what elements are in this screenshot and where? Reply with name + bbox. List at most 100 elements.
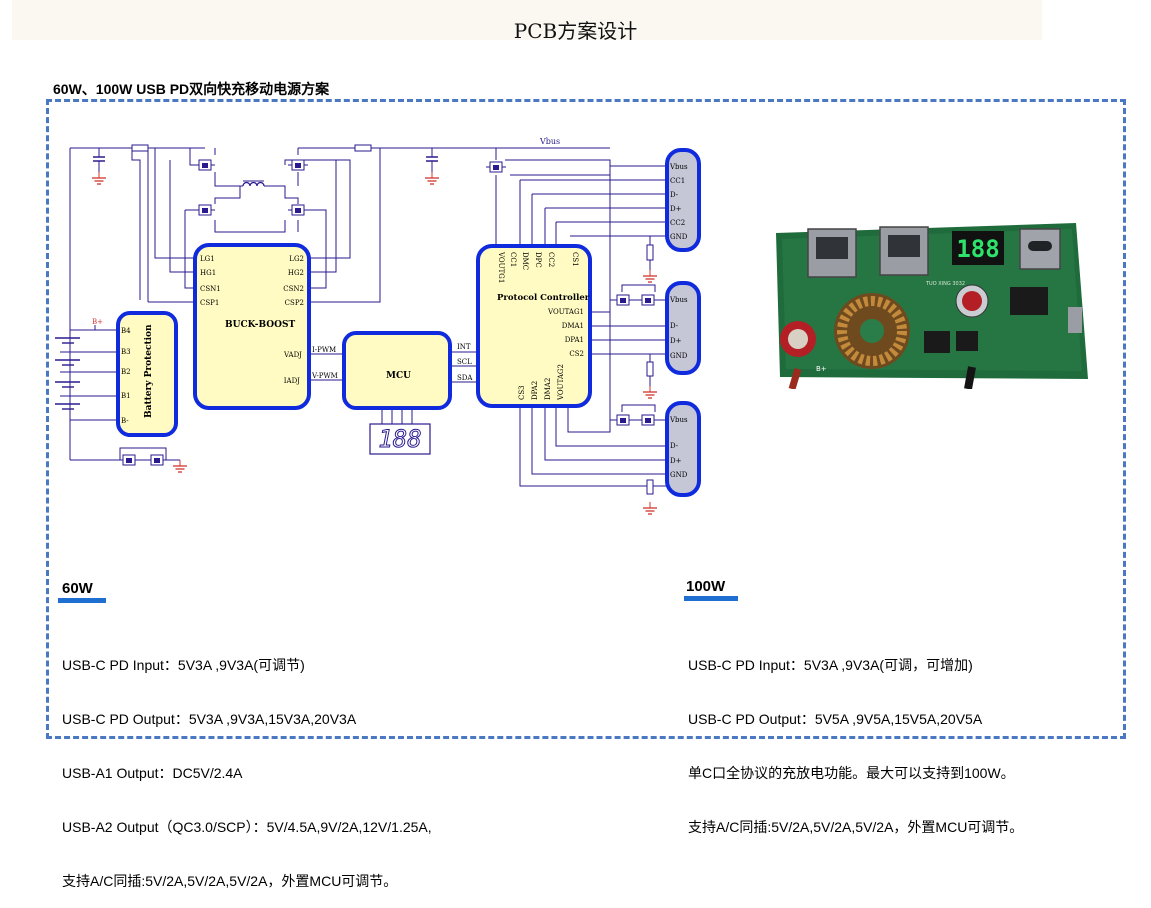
spec-60w: USB-C PD Input：5V3A ,9V3A(可调节) USB-C PD … bbox=[62, 620, 432, 908]
pin-b1: B1 bbox=[121, 392, 131, 400]
spec-100w-line: 支持A/C同插:5V/2A,5V/2A,5V/2A，外置MCU可调节。 bbox=[688, 819, 1024, 835]
seven-segment-display: 188 bbox=[369, 423, 431, 455]
ic-chip-1 bbox=[1010, 287, 1048, 315]
section-title: 60W、100W USB PD双向快充移动电源方案 bbox=[53, 81, 330, 97]
usbc-pin-dplus: D+ bbox=[670, 205, 682, 213]
pcb-photo: 188 TUO XING 3032 B+ bbox=[776, 223, 1088, 389]
usb-a-port-2 bbox=[879, 226, 929, 276]
pin-vadj: VADJ bbox=[283, 351, 302, 359]
red-wire bbox=[788, 367, 802, 389]
mcu-block: MCU I-PWM V-PWM INT SCL SDA bbox=[311, 331, 473, 410]
pin-dpc: DPC bbox=[534, 252, 542, 268]
vbus-net-label: Vbus bbox=[539, 137, 560, 146]
usba1-pin-dminus: D- bbox=[670, 322, 679, 330]
usbc-pin-cc1: CC1 bbox=[670, 177, 685, 185]
mcu-label: MCU bbox=[386, 371, 411, 381]
pin-dpa2: DPA2 bbox=[531, 381, 539, 400]
spec-60w-line: USB-C PD Input：5V3A ,9V3A(可调节) bbox=[62, 657, 305, 673]
usb-a2-connector: Vbus D- D+ GND bbox=[665, 401, 701, 497]
usbc-pin-vbus: Vbus bbox=[669, 163, 688, 171]
pin-dma1: DMA1 bbox=[562, 322, 584, 330]
usb-c-port bbox=[1019, 228, 1061, 270]
dashed-frame bbox=[46, 99, 1126, 739]
usba2-pin-vbus: Vbus bbox=[669, 416, 688, 424]
usbc-pin-gnd: GND bbox=[670, 233, 688, 241]
pin-cs2: CS2 bbox=[569, 350, 584, 358]
tag-60w: 60W bbox=[62, 580, 93, 597]
pin-iadj: IADJ bbox=[284, 377, 300, 385]
pin-i-pwm: I-PWM bbox=[312, 346, 336, 354]
title-band bbox=[12, 0, 1042, 40]
photo-bplus-label: B+ bbox=[816, 365, 827, 373]
pin-b3: B3 bbox=[121, 348, 131, 356]
spec-60w-line: USB-A2 Output（QC3.0/SCP）：5V/4.5A,9V/2A,1… bbox=[62, 819, 432, 835]
pin-voutag1: VOUTAG1 bbox=[547, 308, 584, 316]
pin-scl: SCL bbox=[457, 358, 472, 366]
pin-csp2: CSP2 bbox=[285, 299, 304, 307]
usbc-pin-dminus: D- bbox=[670, 191, 679, 199]
led-display-digits: 188 bbox=[956, 235, 999, 263]
buck-boost-block: BUCK-BOOST LG1 HG1 CSN1 CSP1 LG2 HG2 CSN… bbox=[193, 243, 311, 410]
usba1-pin-vbus: Vbus bbox=[669, 296, 688, 304]
pin-csn2: CSN2 bbox=[283, 285, 304, 293]
pin-cc2: CC2 bbox=[547, 252, 555, 267]
toroid-inductor bbox=[834, 293, 910, 369]
pin-b4: B4 bbox=[121, 327, 131, 335]
pin-voutg1: VOUTG1 bbox=[497, 251, 505, 283]
tag-100w-underline bbox=[684, 596, 738, 601]
pin-csp1: CSP1 bbox=[200, 299, 219, 307]
pin-csn1: CSN1 bbox=[200, 285, 221, 293]
pin-cc1: CC1 bbox=[509, 252, 517, 267]
pin-v-pwm: V-PWM bbox=[311, 372, 338, 380]
capacitor-left bbox=[780, 321, 816, 357]
pin-b2: B2 bbox=[121, 368, 131, 376]
spec-100w: USB-C PD Input：5V3A ,9V3A(可调，可增加) USB-C … bbox=[688, 620, 1023, 854]
pin-dma2: DMA2 bbox=[544, 378, 552, 400]
usb-a1-connector: Vbus D- D+ GND bbox=[665, 281, 701, 375]
spec-60w-line: USB-C PD Output：5V3A ,9V3A,15V3A,20V3A bbox=[62, 711, 357, 727]
page-title: PCB方案设计 bbox=[513, 19, 638, 43]
battery-protection-label: Battery Protection bbox=[144, 324, 154, 418]
usba1-pin-dplus: D+ bbox=[670, 337, 682, 345]
usba2-pin-dminus: D- bbox=[670, 442, 679, 450]
ic-chip-3 bbox=[956, 331, 978, 351]
pin-dpa1: DPA1 bbox=[565, 336, 584, 344]
pin-cs1: CS1 bbox=[571, 252, 579, 267]
usbc-pin-cc2: CC2 bbox=[670, 219, 685, 227]
schematic-diagram: Vbus B+ Battery Protection B4 B3 B2 B1 B… bbox=[55, 137, 701, 515]
usba2-pin-dplus: D+ bbox=[670, 457, 682, 465]
side-switch bbox=[1068, 307, 1082, 333]
usb-a-port-1 bbox=[807, 228, 857, 278]
spec-60w-line: USB-A1 Output：DC5V/2.4A bbox=[62, 765, 243, 781]
capacitor-top bbox=[955, 284, 989, 318]
led-display: 188 bbox=[952, 231, 1004, 265]
pin-voutag2: VOUTAG2 bbox=[557, 364, 565, 401]
pin-hg2: HG2 bbox=[288, 269, 304, 277]
usba2-pin-gnd: GND bbox=[670, 471, 688, 479]
silk-text: TUO XING 3032 bbox=[925, 281, 965, 287]
spec-100w-line: USB-C PD Input：5V3A ,9V3A(可调，可增加) bbox=[688, 657, 973, 673]
usb-c-connector: Vbus CC1 D- D+ CC2 GND bbox=[665, 148, 701, 252]
tag-100w: 100W bbox=[686, 578, 726, 595]
spec-100w-line: 单C口全协议的充放电功能。最大可以支持到100W。 bbox=[688, 765, 1015, 781]
pin-lg2: LG2 bbox=[289, 255, 304, 263]
protocol-controller-block: Protocol Controller VOUTG1 CC1 DMC DPC C… bbox=[476, 244, 592, 408]
seven-segment-digits: 188 bbox=[378, 425, 421, 453]
pin-int: INT bbox=[457, 343, 471, 351]
pin-sda: SDA bbox=[457, 374, 473, 382]
tag-60w-underline bbox=[58, 598, 106, 603]
pin-lg1: LG1 bbox=[200, 255, 215, 263]
bplus-net-label: B+ bbox=[92, 318, 103, 326]
buck-boost-label: BUCK-BOOST bbox=[225, 320, 295, 330]
black-wire bbox=[964, 366, 976, 389]
spec-100w-line: USB-C PD Output：5V5A ,9V5A,15V5A,20V5A bbox=[688, 711, 983, 727]
pin-hg1: HG1 bbox=[200, 269, 216, 277]
usba1-pin-gnd: GND bbox=[670, 352, 688, 360]
pin-cs3: CS3 bbox=[518, 385, 526, 400]
spec-60w-line: 支持A/C同插:5V/2A,5V/2A,5V/2A，外置MCU可调节。 bbox=[62, 873, 398, 889]
protocol-controller-label: Protocol Controller bbox=[497, 293, 590, 303]
pin-bminus: B- bbox=[121, 417, 129, 425]
pin-dmc: DMC bbox=[521, 252, 529, 270]
ic-chip-2 bbox=[924, 331, 950, 353]
battery-protection-block: Battery Protection B4 B3 B2 B1 B- bbox=[116, 311, 178, 437]
